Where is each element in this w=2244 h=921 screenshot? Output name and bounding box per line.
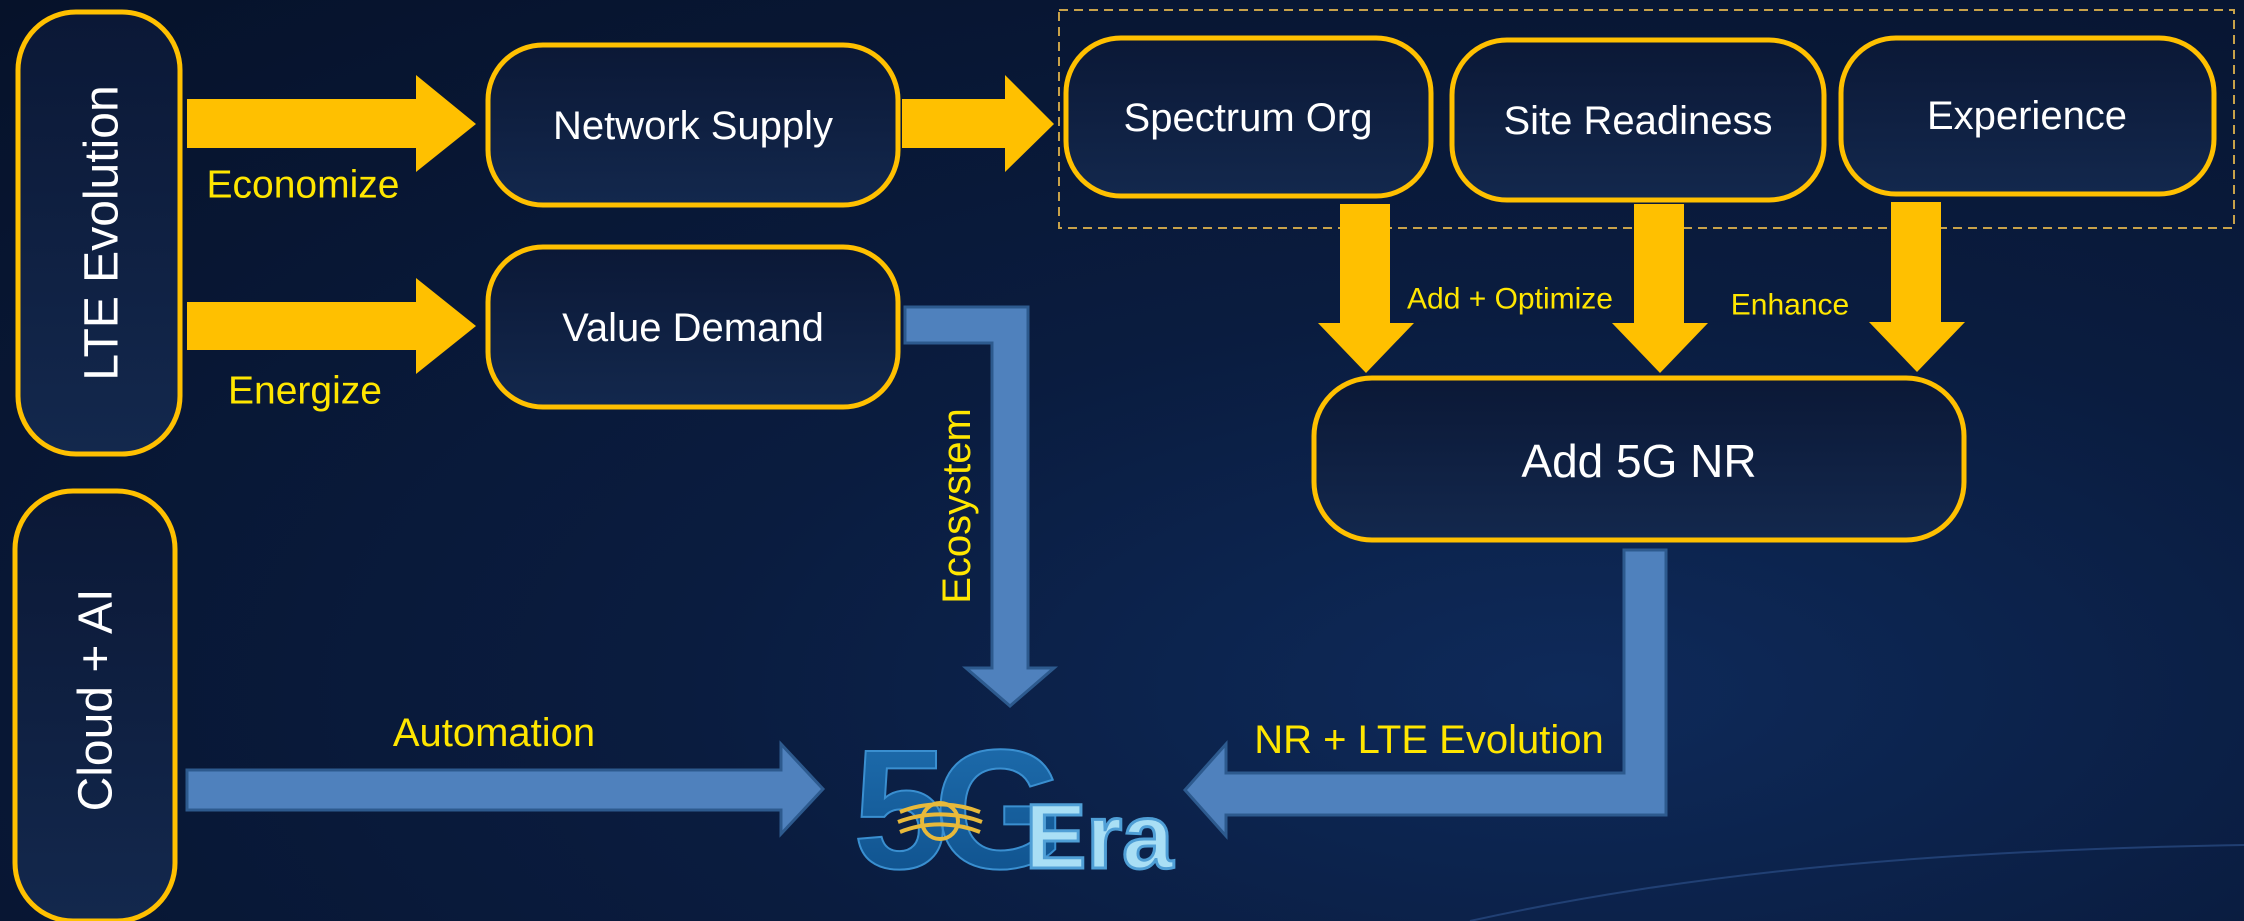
arrow-economize [187, 75, 476, 172]
label-ecosystem: Ecosystem [935, 408, 979, 604]
logo-5g-era: 5G Era [852, 714, 1176, 906]
label-nr-lte-evolution: NR + LTE Evolution [1254, 718, 1603, 762]
logo-rope-icon [897, 801, 983, 841]
arrow-ecosystem [903, 305, 1059, 708]
label-economize: Economize [207, 164, 400, 207]
node-lte-evolution-label: LTE Evolution [76, 85, 129, 380]
node-experience-label: Experience [1927, 94, 2127, 138]
node-value-demand-label: Value Demand [562, 306, 824, 350]
arrow-spectrum-down [1318, 204, 1414, 373]
yellow-arrows [187, 75, 1965, 374]
arrow-nr-lte-evolution [1182, 548, 1668, 840]
label-automation: Automation [393, 711, 595, 755]
arrow-experience-down [1869, 202, 1965, 372]
label-add-optimize: Add + Optimize [1407, 283, 1613, 316]
node-value-demand [485, 244, 901, 410]
label-energize: Energize [228, 370, 382, 413]
node-cloud-ai-label: Cloud + AI [70, 589, 123, 812]
node-spectrum-org-label: Spectrum Org [1124, 96, 1373, 140]
node-add-5g-nr [1311, 375, 1967, 543]
logo-era-text: Era [1025, 786, 1174, 888]
node-experience [1838, 35, 2217, 197]
node-network-supply-label: Network Supply [553, 104, 833, 148]
node-site-readiness-label: Site Readiness [1503, 99, 1772, 143]
node-site-readiness [1449, 37, 1827, 203]
node-add-5g-nr-label: Add 5G NR [1521, 435, 1756, 487]
arrow-to-spectrum-group [902, 75, 1054, 172]
node-spectrum-org [1063, 35, 1434, 199]
label-enhance: Enhance [1731, 289, 1849, 322]
node-lte-evolution [15, 9, 183, 457]
arrow-site-readiness-down [1612, 204, 1708, 373]
node-cloud-ai [12, 488, 178, 921]
logo-5g-text: 5G [853, 715, 1056, 905]
blue-arrows [185, 305, 1668, 840]
arrow-energize [187, 278, 476, 374]
node-network-supply [485, 42, 901, 208]
arrow-automation [185, 740, 826, 838]
decorative-curve [1469, 844, 2244, 921]
